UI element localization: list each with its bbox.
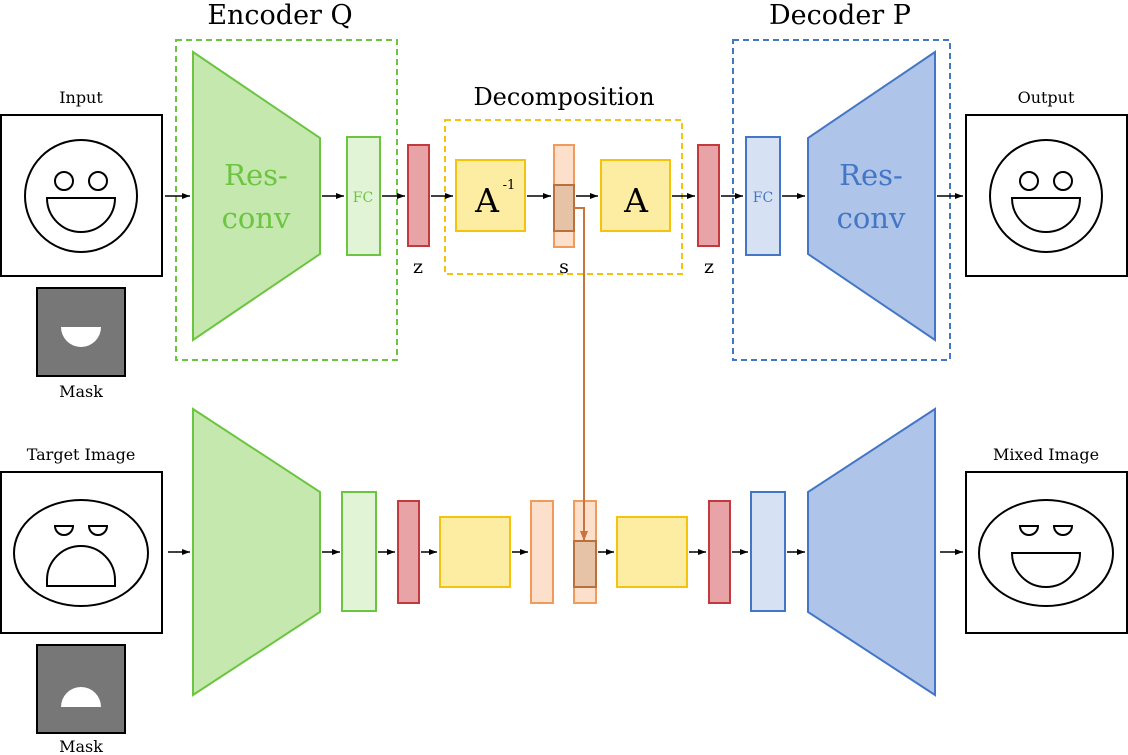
mouth-icon (46, 545, 116, 587)
encoder-fc-block-bottom (341, 491, 377, 612)
decoder-fc-block (745, 136, 781, 256)
input-label: Input (59, 88, 103, 107)
decoder-fc-label: FC (753, 190, 773, 206)
decoder-fc-block-bottom (750, 491, 786, 612)
mouth-icon (45, 197, 117, 233)
inverse-matrix-label: A (474, 181, 500, 220)
encoder-title: Encoder Q (207, 0, 352, 31)
mask-top-image (36, 287, 126, 377)
encoder-resconv-label-1: Res- (224, 158, 288, 192)
mouth-icon (1010, 552, 1082, 588)
mask-bottom-image (36, 644, 126, 734)
eye-icon (88, 171, 108, 191)
latent-z-left (407, 144, 430, 247)
eye-icon (54, 171, 74, 191)
s-label: s (559, 256, 569, 278)
inverse-matrix-sup: -1 (503, 178, 516, 193)
decomposition-title: Decomposition (473, 83, 654, 111)
z-left-label: z (413, 256, 423, 278)
face-outline (24, 139, 138, 253)
mask-top-label: Mask (59, 382, 103, 401)
eye-icon (1019, 171, 1039, 191)
matrix-label: A (623, 181, 649, 220)
decoder-resconv-label-1: Res- (839, 158, 903, 192)
encoder-resconv-block (192, 50, 321, 342)
latent-s-selected (553, 184, 575, 232)
latent-s-mixed-selected (573, 540, 597, 588)
encoder-fc-block (346, 136, 381, 256)
eye-icon (1052, 525, 1074, 536)
inverse-matrix-block-bottom (439, 516, 511, 588)
decoder-resconv-block (807, 50, 936, 342)
encoder-frame (175, 39, 398, 361)
encoder-resconv-block-bottom (192, 407, 321, 697)
decoder-title: Decoder P (769, 0, 911, 31)
latent-z-right (697, 144, 720, 247)
decoder-resconv-label-2: conv (837, 201, 906, 235)
mixed-image (965, 471, 1128, 634)
latent-s-target (530, 500, 554, 604)
target-label: Target Image (27, 445, 136, 464)
output-image (965, 114, 1128, 277)
face-outline (989, 139, 1103, 253)
eye-icon (53, 525, 75, 536)
latent-z-left-bottom (397, 500, 420, 604)
encoder-resconv-label-2: conv (222, 201, 291, 235)
eye-icon (1053, 171, 1073, 191)
encoder-fc-label: FC (353, 190, 373, 206)
latent-z-right-bottom (708, 500, 731, 604)
matrix-block-bottom (616, 516, 688, 588)
mixed-label: Mixed Image (993, 445, 1099, 464)
eye-icon (87, 525, 109, 536)
mask-bottom-label: Mask (59, 737, 103, 755)
target-image (0, 471, 163, 634)
output-label: Output (1018, 88, 1075, 107)
swap-connector-arrow (574, 207, 588, 541)
face-outline (13, 499, 149, 607)
mouth-icon (1010, 197, 1082, 233)
inverse-matrix-block (455, 159, 526, 232)
input-image (0, 114, 163, 277)
eye-icon (1018, 525, 1040, 536)
decoder-resconv-block-bottom (807, 407, 936, 697)
decoder-frame (732, 39, 951, 361)
z-right-label: z (704, 256, 714, 278)
face-outline (978, 499, 1114, 607)
matrix-block (600, 159, 671, 232)
